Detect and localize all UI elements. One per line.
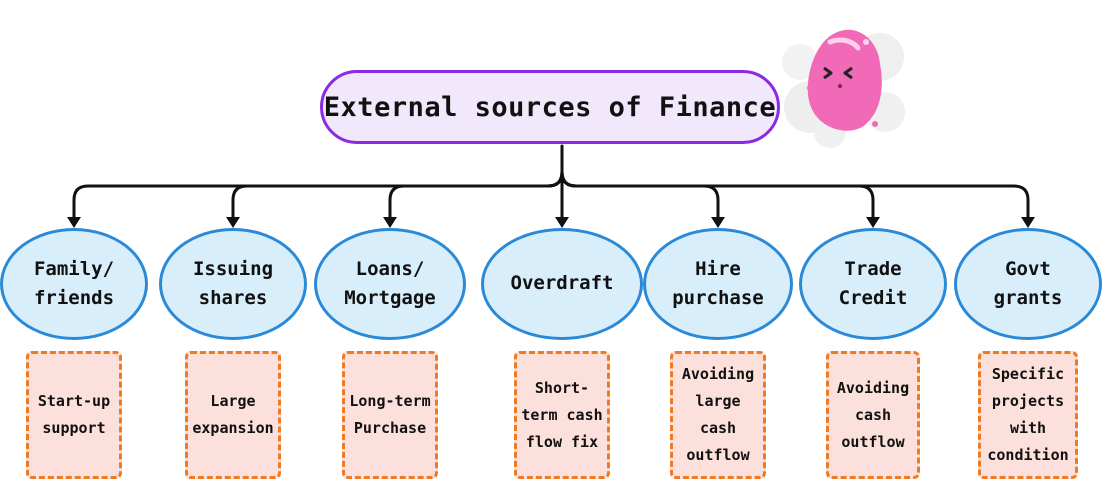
- source-description-line: Short-: [534, 378, 590, 397]
- arrow-head-icon: [226, 217, 240, 228]
- source-node: Overdraft: [481, 228, 643, 340]
- source-description-line: Purchase: [353, 419, 427, 437]
- source-node: Govt grants: [954, 228, 1102, 340]
- source-description-line: Large: [210, 392, 256, 410]
- source-label: shares: [198, 287, 268, 309]
- source-node: Family/friends: [0, 228, 148, 340]
- arrow-head-icon: [67, 217, 81, 228]
- source-description-line: term cash: [521, 405, 603, 424]
- source-description-line: with: [1009, 419, 1047, 437]
- source-description-line: flow fix: [525, 432, 599, 451]
- source-description-line: projects: [991, 392, 1065, 410]
- arrow-head-icon: [711, 217, 725, 228]
- branch-connector: [388, 170, 564, 220]
- source-description-box: Large expansion: [185, 351, 281, 479]
- source-label: purchase: [672, 287, 764, 309]
- source-description-box: Avoiding large cash outflow: [670, 351, 766, 479]
- arrow-head-icon: [383, 217, 397, 228]
- source-node: Issuing shares: [159, 228, 307, 340]
- source-description-line: outflow: [686, 446, 750, 464]
- source-description-line: cash: [854, 405, 892, 424]
- source-label: Credit: [838, 287, 908, 309]
- source-description-line: outflow: [841, 432, 905, 451]
- source-label: Family/: [33, 257, 115, 280]
- source-label: Overdraft: [510, 272, 614, 295]
- source-description-box: Start-up support: [26, 351, 122, 479]
- source-description-line: Avoiding: [681, 365, 755, 383]
- source-node: Hire purchase: [643, 228, 793, 340]
- source-node: Loans/Mortgage: [314, 228, 466, 340]
- source-description-line: support: [42, 419, 106, 437]
- source-description-line: Specific: [991, 365, 1065, 383]
- source-label: Trade: [844, 257, 902, 280]
- pink-blob-mascot-icon: [770, 12, 910, 162]
- source-description-line: large cash: [695, 392, 741, 437]
- source-label: Mortgage: [344, 287, 436, 309]
- source-description-line: Long-term: [349, 392, 431, 410]
- root-node: External sources of Finance: [320, 70, 780, 144]
- source-label: friends: [33, 287, 115, 309]
- source-description-box: Avoiding cash outflow: [826, 351, 920, 479]
- source-label: Issuing: [192, 257, 274, 280]
- source-description-line: condition: [987, 446, 1069, 464]
- arrow-head-icon: [555, 217, 569, 228]
- branch-connector: [560, 170, 1030, 220]
- branch-connector: [560, 170, 720, 220]
- arrow-head-icon: [866, 217, 880, 228]
- source-label: Hire: [695, 257, 741, 280]
- arrow-head-icon: [1021, 217, 1035, 228]
- branch-connector: [231, 170, 564, 220]
- source-description-box: Short-term cash flow fix: [514, 351, 610, 479]
- source-description-line: expansion: [192, 419, 274, 437]
- root-title: External sources of Finance: [323, 91, 777, 123]
- source-description-line: Avoiding: [836, 378, 910, 397]
- branch-connector: [72, 170, 564, 220]
- source-label: Govt: [1005, 257, 1051, 280]
- source-label: grants: [993, 287, 1063, 309]
- source-description-line: Start-up: [37, 392, 111, 410]
- source-label: Loans/: [355, 257, 425, 280]
- source-description-box: Specific projects with condition: [978, 351, 1078, 479]
